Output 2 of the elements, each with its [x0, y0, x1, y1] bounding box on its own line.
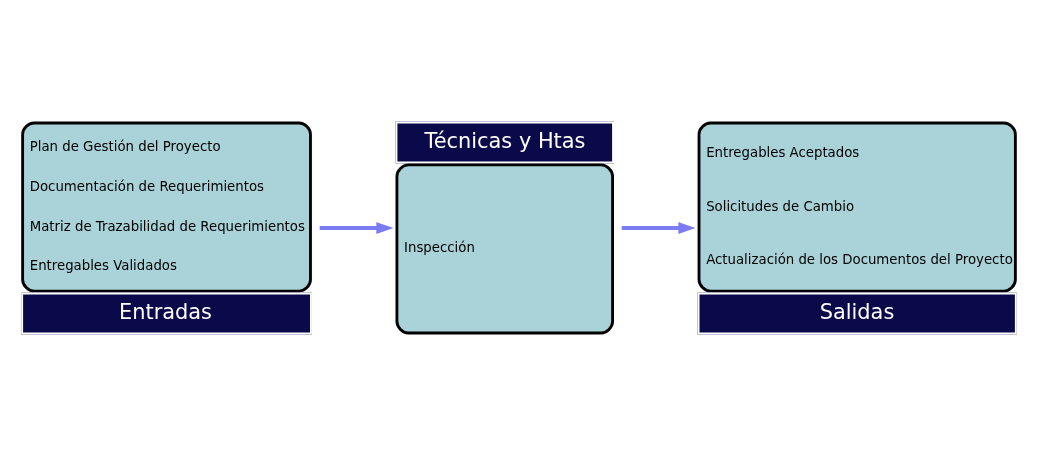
- arrow: [621, 221, 696, 234]
- arrow: [319, 221, 394, 234]
